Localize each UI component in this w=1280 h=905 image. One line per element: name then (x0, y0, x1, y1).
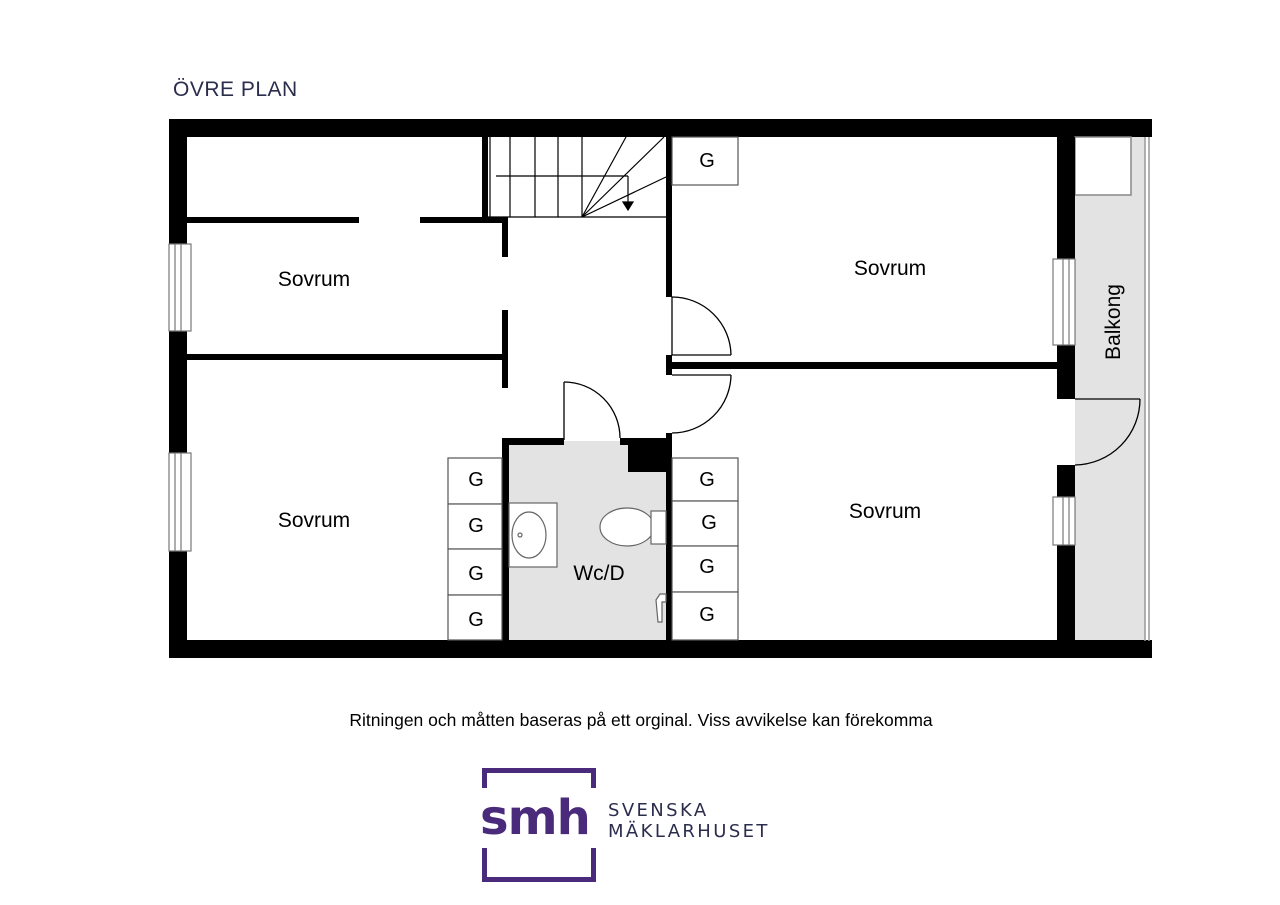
logo-mark: smh (480, 788, 600, 848)
room-label-balkong: Balkong (1102, 284, 1125, 360)
wardrobe-right-2 (671, 500, 739, 547)
balcony-rail (1074, 136, 1150, 641)
wardrobe-label: G (468, 609, 484, 631)
wc-fixtures (508, 502, 667, 623)
disclaimer-text: Ritningen och måtten baseras på ett orgi… (349, 710, 933, 730)
doors (563, 296, 1141, 466)
shower-icon (655, 593, 667, 623)
windows (168, 243, 1076, 552)
wardrobe-left-3 (447, 548, 503, 596)
wardrobe-right-1 (671, 457, 739, 502)
logo-line-1: SVENSKA (608, 800, 709, 821)
plan-title: ÖVRE PLAN (173, 78, 298, 101)
room-label-sovrum-bottom-left: Sovrum (278, 509, 350, 532)
brand-logo: smh SVENSKA MÄKLARHUSET (480, 768, 792, 882)
room-label-wc: Wc/D (573, 562, 624, 585)
wardrobe-left-2 (447, 503, 503, 550)
wardrobe-left-1 (447, 457, 503, 505)
wardrobe-right-4 (671, 591, 739, 641)
wardrobe-label: G (468, 469, 484, 491)
logo-wordmark: SVENSKA MÄKLARHUSET (608, 800, 770, 842)
wardrobe-left-4 (447, 594, 503, 641)
wardrobe-top (671, 136, 739, 186)
room-label-sovrum-bottom-right: Sovrum (849, 500, 921, 523)
wardrobe-label: G (468, 563, 484, 585)
wardrobe-label: G (699, 469, 715, 491)
outer-walls (169, 119, 1152, 658)
logo-line-2: MÄKLARHUSET (608, 821, 770, 842)
staircase (488, 136, 667, 218)
wardrobe-label: G (699, 150, 715, 172)
wardrobes (447, 136, 739, 641)
room-label-sovrum-top-right: Sovrum (854, 257, 926, 280)
room-label-sovrum-top-left: Sovrum (278, 268, 350, 291)
wardrobe-label: G (468, 515, 484, 537)
interior-walls (187, 137, 1075, 641)
wardrobe-label: G (699, 604, 715, 626)
wardrobe-label: G (699, 556, 715, 578)
toilet-icon (599, 507, 655, 547)
balcony-floor (1075, 137, 1145, 641)
wardrobe-label: G (701, 512, 717, 534)
